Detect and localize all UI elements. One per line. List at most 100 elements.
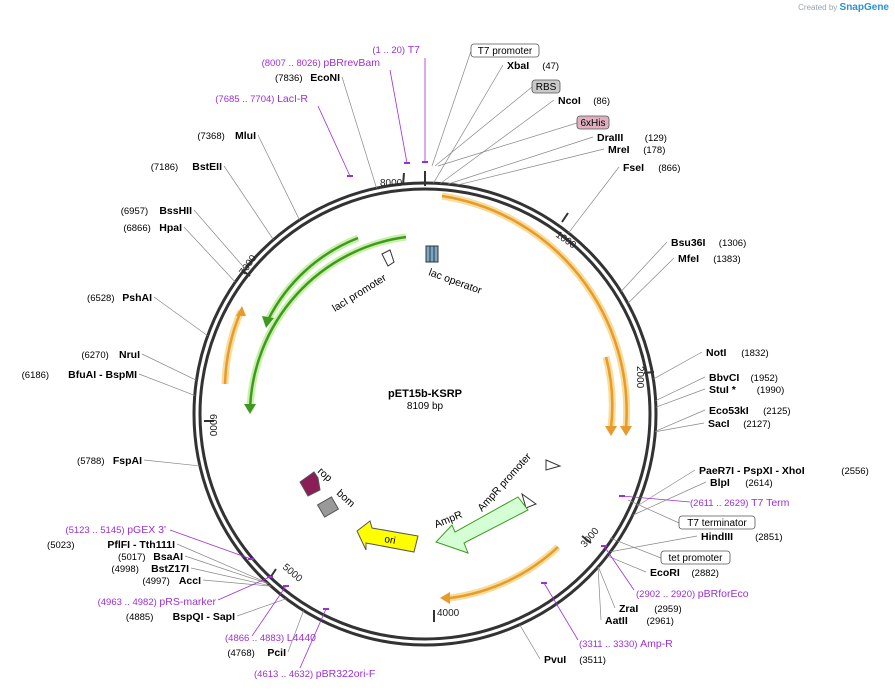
- feature-box-label: T7 promoter: [478, 46, 533, 57]
- tick-label-2000: 2000: [634, 366, 645, 389]
- site-name-right: FseI: [623, 162, 644, 174]
- feature-box: [660, 550, 731, 565]
- primer-label: (8007 .. 8026) pBRrevBam: [262, 57, 381, 69]
- site-pos-right: (2614): [745, 478, 772, 489]
- primer-name: pBR322ori-F: [316, 668, 376, 680]
- orange-features: [221, 192, 632, 604]
- site-pos-left: (4768): [227, 648, 254, 659]
- site-leader-left: [183, 226, 236, 283]
- snapgene-watermark: Created by SnapGene: [798, 2, 889, 13]
- plasmid-name: pET15b-KSRP: [388, 388, 462, 400]
- site-pos-right: (2851): [755, 532, 782, 543]
- site-name-right: AatII: [605, 615, 628, 627]
- orange-cds-arc-1: [441, 194, 628, 429]
- site-name-left: BstZ17I: [151, 563, 189, 575]
- site-leader-left: [153, 296, 208, 337]
- primer-leader: [217, 576, 271, 601]
- primer-label: (3311 .. 3330) Amp-R: [579, 638, 673, 650]
- site-pos-left: (4998): [111, 564, 138, 575]
- site-leader-right: [632, 481, 707, 516]
- feature-box: [531, 79, 561, 94]
- primer-range: (5123 .. 5145): [65, 525, 127, 536]
- site-name-left: FspAI: [113, 455, 142, 467]
- site-pos-left: (7186): [151, 162, 178, 173]
- site-leader-right: [655, 388, 706, 408]
- site-leader-right: [607, 555, 647, 573]
- site-name-left: PciI: [267, 647, 286, 659]
- site-name-left: AccI: [179, 575, 201, 587]
- primer-range: (8007 .. 8026): [262, 58, 324, 69]
- primer-leader: [543, 582, 579, 641]
- site-leader-right: [620, 241, 668, 292]
- site-name-right: MfeI: [678, 253, 699, 265]
- primer-label: (7685 .. 7704) LacI-R: [215, 93, 308, 105]
- site-pos-left: (6186): [22, 370, 49, 381]
- site-pos-left: (7836): [275, 73, 302, 84]
- ampr-promoter-arrow: [545, 459, 562, 471]
- feature-box-label: RBS: [536, 82, 557, 93]
- primer-name: pBRrevBam: [323, 57, 380, 69]
- ampr-label: AmpR: [433, 509, 465, 531]
- site-leader-left: [193, 209, 246, 270]
- site-leader-left: [190, 567, 271, 587]
- laci-promoter-arrow: [381, 249, 395, 267]
- site-pos-right: (1383): [713, 254, 740, 265]
- site-labels: XbaI(47)NcoI(86)DraIII(129)MreI(178)FseI…: [22, 43, 869, 680]
- site-pos-left: (6270): [81, 350, 108, 361]
- site-pos-right: (2882): [692, 568, 719, 579]
- watermark-prefix: Created by: [798, 3, 838, 12]
- primer-label: (1 .. 20) T7: [372, 44, 420, 56]
- site-leader-left: [176, 543, 268, 584]
- site-leader-right: [440, 99, 555, 184]
- site-leader-right: [597, 567, 602, 621]
- site-pos-right: (1952): [751, 373, 778, 384]
- site-leader-right: [653, 351, 703, 380]
- ori-feature: [356, 520, 419, 553]
- site-pos-right: (129): [645, 133, 667, 144]
- site-name-left: BstEII: [192, 161, 222, 173]
- feature-box: [576, 115, 610, 130]
- laci-features: [244, 233, 407, 414]
- site-leader-left: [236, 598, 287, 617]
- site-leader-right: [519, 624, 541, 660]
- box-leader: [609, 537, 662, 559]
- site-pos-right: (178): [643, 145, 665, 156]
- ampr-feature: [435, 496, 529, 554]
- site-pos-left: (5788): [77, 456, 104, 467]
- primer-label: (5123 .. 5145) pGEX 3': [65, 524, 166, 536]
- feature-box-label: 6xHis: [580, 118, 605, 129]
- site-pos-right: (2125): [763, 406, 790, 417]
- site-leader-right: [636, 469, 696, 507]
- site-name-right: XbaI: [507, 60, 529, 72]
- site-name-right: PvuI: [544, 654, 566, 666]
- site-name-right: DraIII: [597, 132, 623, 144]
- primer-name: pRS-marker: [159, 596, 216, 608]
- primer-name: pGEX 3': [127, 524, 166, 536]
- primer-label: (4963 .. 4982) pRS-marker: [98, 596, 217, 608]
- primer-name: T7 Term: [751, 497, 790, 509]
- primer-range: (7685 .. 7704): [215, 94, 277, 105]
- site-name-left: MluI: [235, 130, 256, 142]
- site-leader-right: [655, 376, 706, 402]
- feature-box-label: tet promoter: [669, 553, 724, 564]
- feature-box: [678, 515, 756, 530]
- tick-label-4000: 4000: [437, 608, 460, 619]
- site-pos-right: (86): [593, 96, 610, 107]
- primer-name: T7: [408, 44, 420, 56]
- ampr-promoter-arrow-2: [521, 492, 538, 509]
- site-pos-right: (866): [658, 163, 680, 174]
- site-leader-left: [257, 134, 300, 221]
- orange-cds-arc-4: [223, 310, 243, 385]
- site-name-right: MreI: [608, 144, 630, 156]
- box-leader: [431, 50, 472, 167]
- laci-cds-arc: [248, 235, 407, 411]
- site-name-left: BssHII: [159, 205, 192, 217]
- site-pos-left: (5017): [118, 552, 145, 563]
- lac-operator-feature: [425, 245, 439, 263]
- site-name-left: BspQI - SapI: [173, 611, 236, 623]
- site-leader-left: [341, 76, 377, 189]
- laci-promoter-arc: [266, 236, 359, 321]
- primer-label: (4613 .. 4632) pBR322ori-F: [254, 668, 375, 680]
- site-leader-left: [141, 353, 197, 381]
- site-pos-right: (2961): [647, 616, 674, 627]
